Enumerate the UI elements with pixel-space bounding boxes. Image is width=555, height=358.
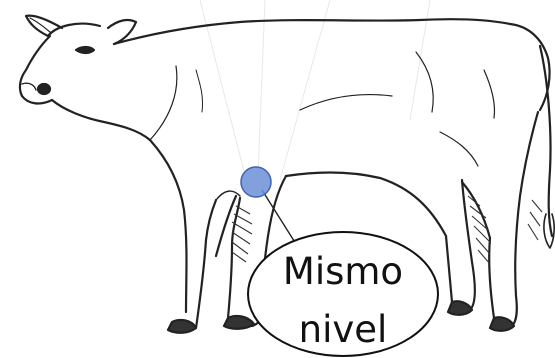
callout-text-line1: Mismo [258, 253, 428, 290]
marker-dot [241, 167, 271, 197]
guide-lines [200, 0, 430, 180]
callout-text-line2: nivel [258, 311, 428, 348]
